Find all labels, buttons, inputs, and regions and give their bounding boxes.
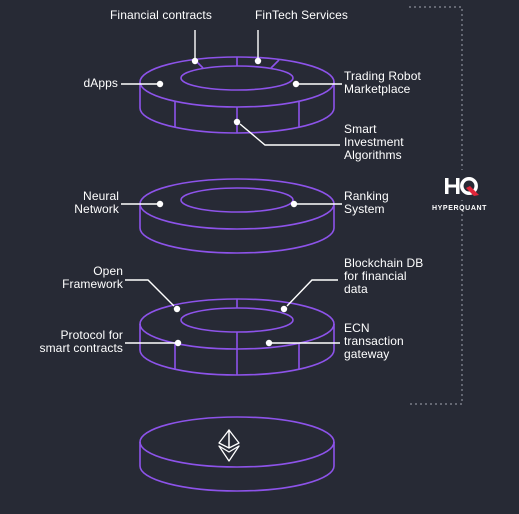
top-ring (139, 56, 335, 134)
leader-smart-investment (233, 118, 340, 146)
leader-trading-robot (292, 80, 342, 88)
label-neural-network: Neural Network (74, 189, 119, 216)
leader-ecn (265, 339, 340, 347)
third-ring (139, 298, 335, 376)
label-smart-investment-algorithms: Smart Investment Algorithms (344, 122, 404, 162)
ethereum-icon (218, 429, 240, 462)
second-ring (139, 178, 335, 254)
label-ecn-gateway: ECN transaction gateway (344, 321, 404, 361)
leader-dapps (121, 80, 164, 88)
leader-protocol (125, 339, 182, 347)
leader-financial-contracts (191, 30, 199, 65)
brand-name: HYPERQUANT (432, 205, 488, 212)
hq-logo-icon (432, 170, 486, 200)
group-bracket (409, 6, 463, 405)
leader-fintech-services (254, 30, 262, 65)
label-financial-contracts: Financial contracts (110, 8, 212, 22)
leader-neural-network (121, 200, 164, 208)
leader-blockchain-db (280, 279, 338, 313)
leader-open-framework (125, 279, 181, 313)
label-fintech-services: FinTech Services (255, 8, 348, 22)
leader-ranking-system (290, 200, 342, 208)
label-protocol-smart-contracts: Protocol for smart contracts (39, 328, 123, 355)
label-trading-robot-marketplace: Trading Robot Marketplace (344, 69, 421, 96)
label-dapps: dApps (83, 76, 118, 90)
label-blockchain-db: Blockchain DB for financial data (344, 256, 424, 296)
base-disc (139, 416, 335, 492)
label-ranking-system: Ranking System (344, 189, 389, 216)
label-open-framework: Open Framework (62, 264, 123, 291)
